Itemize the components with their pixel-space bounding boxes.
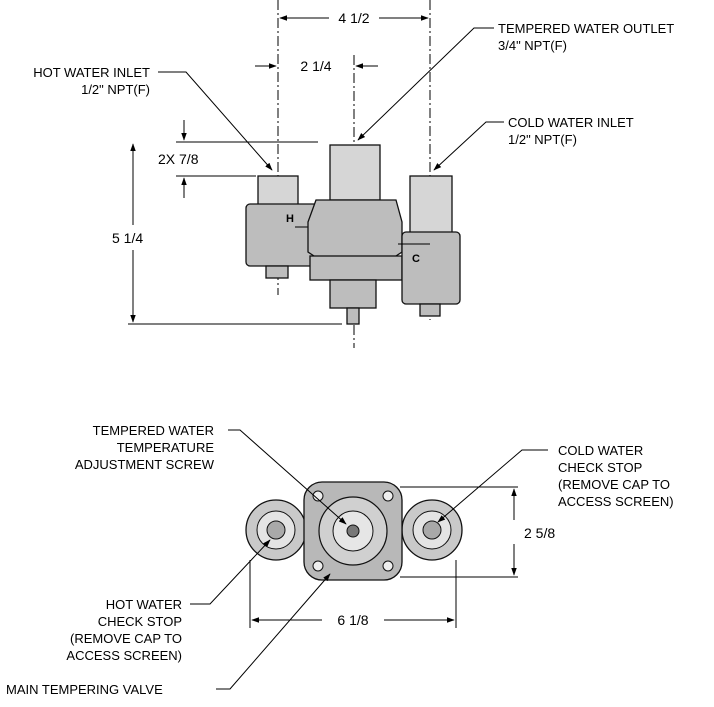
hot-port-mark: H: [286, 213, 294, 225]
leader-hot-inlet: [158, 71, 273, 171]
cold-side-nut: [419, 303, 441, 317]
label-adjust-screw-1: TEMPERED WATER: [93, 423, 214, 438]
main-valve-body: [307, 199, 403, 261]
dim-inlet-depth: 2X 7/8: [158, 151, 199, 167]
adjustment-screw: [346, 524, 360, 538]
label-cold-check-4: ACCESS SCREEN): [558, 494, 674, 509]
main-valve-base: [309, 255, 403, 281]
cold-inlet-pipe: [409, 175, 453, 235]
main-valve-bolt-tl: [312, 490, 324, 502]
label-cold-inlet-1: COLD WATER INLET: [508, 115, 634, 130]
dim-overall-width-top: 4 1/2: [338, 10, 369, 26]
leader-main-valve: [216, 573, 331, 690]
cold-check-stop-cap: [422, 520, 442, 540]
main-valve-bolt-br: [382, 560, 394, 572]
label-cold-inlet-2: 1/2" NPT(F): [508, 132, 577, 147]
label-hot-check-2: CHECK STOP: [98, 614, 182, 629]
leader-hot-check: [190, 539, 271, 605]
label-cold-check-1: COLD WATER: [558, 443, 643, 458]
cold-side-body: [401, 231, 461, 305]
label-tempered-outlet-1: TEMPERED WATER OUTLET: [498, 21, 674, 36]
leader-adjust-screw: [228, 429, 347, 525]
dim-width-bottom: 6 1/8: [337, 612, 368, 628]
front-elevation-view: H C 4 1/2 2 1/4 2X 7/8 5 1/4 TEMPERED WA…: [33, 0, 674, 348]
label-adjust-screw-2: TEMPERATURE: [117, 440, 215, 455]
leader-tempered-outlet: [357, 27, 494, 141]
main-valve-bolt-tr: [382, 490, 394, 502]
dim-height: 5 1/4: [112, 230, 143, 246]
plan-view: 2 5/8 6 1/8 TEMPERED WATER TEMPERATURE A…: [6, 423, 674, 697]
tempered-outlet-pipe: [329, 144, 381, 201]
hot-side-nut: [265, 265, 289, 279]
leader-cold-inlet: [433, 121, 504, 171]
adjust-housing: [329, 279, 377, 309]
label-tempered-outlet-2: 3/4" NPT(F): [498, 38, 567, 53]
label-hot-check-3: (REMOVE CAP TO: [70, 631, 182, 646]
cold-port-mark: C: [412, 253, 420, 265]
main-valve-bolt-bl: [312, 560, 324, 572]
dim-depth-bottom: 2 5/8: [524, 525, 555, 541]
label-adjust-screw-3: ADJUSTMENT SCREW: [75, 457, 215, 472]
label-hot-inlet-1: HOT WATER INLET: [33, 65, 150, 80]
label-hot-inlet-2: 1/2" NPT(F): [81, 82, 150, 97]
hot-check-stop-cap: [266, 520, 286, 540]
hot-inlet-pipe: [257, 175, 299, 207]
adjust-stem: [346, 307, 360, 325]
label-main-valve: MAIN TEMPERING VALVE: [6, 682, 163, 697]
dim-center-offset: 2 1/4: [300, 58, 331, 74]
label-hot-check-4: ACCESS SCREEN): [66, 648, 182, 663]
label-cold-check-2: CHECK STOP: [558, 460, 642, 475]
leader-cold-check: [437, 449, 548, 523]
label-hot-check-1: HOT WATER: [106, 597, 182, 612]
label-cold-check-3: (REMOVE CAP TO: [558, 477, 670, 492]
